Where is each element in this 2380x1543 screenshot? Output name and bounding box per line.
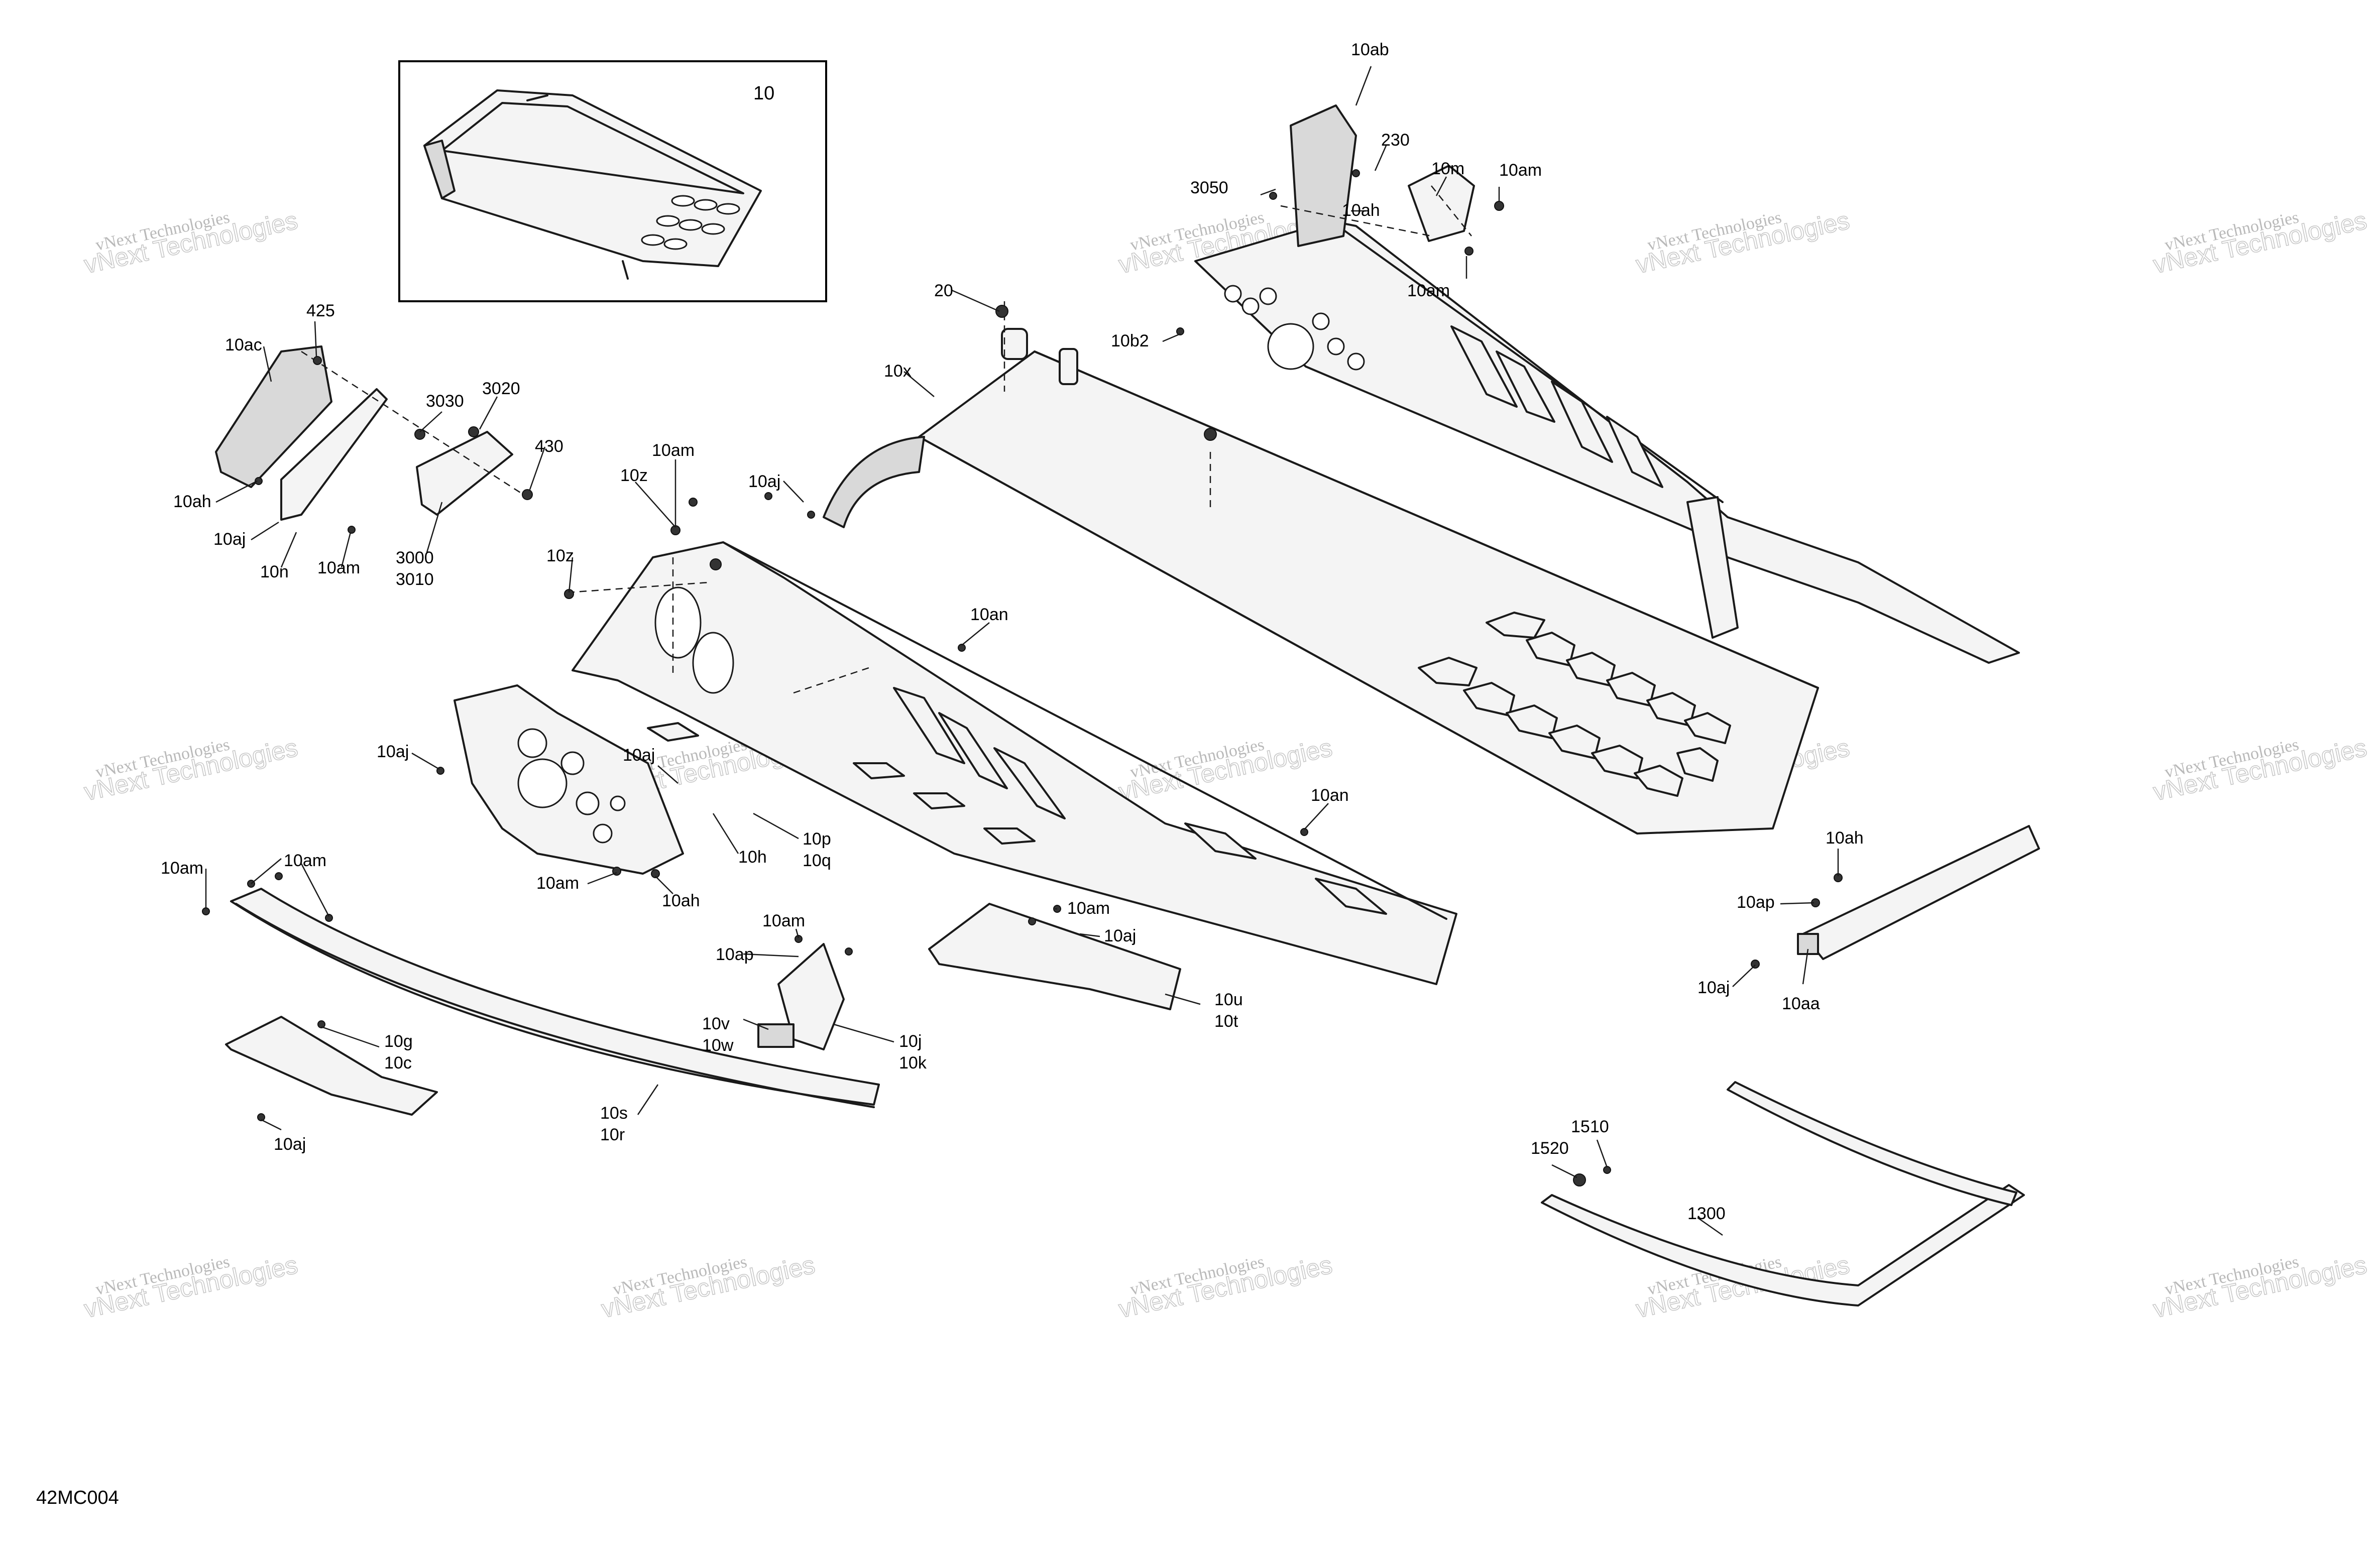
callout-10am: 10am xyxy=(317,558,360,577)
callout-10u: 10u xyxy=(1214,990,1243,1009)
callout-10aj: 10aj xyxy=(213,530,246,549)
assembly-inset: 10 xyxy=(398,60,827,302)
callout-10z: 10z xyxy=(546,546,574,565)
callout-10ac: 10ac xyxy=(225,335,262,354)
callout-10ab: 10ab xyxy=(1351,40,1389,59)
callout-10an: 10an xyxy=(1311,786,1349,805)
figure-reference: 42MC004 xyxy=(36,1487,119,1508)
callout-10r: 10r xyxy=(600,1125,625,1144)
callout-10q: 10q xyxy=(803,851,831,870)
tunnel-10x xyxy=(823,328,1819,835)
callout-10n: 10n xyxy=(260,562,289,581)
callout-10am: 10am xyxy=(762,911,805,930)
rear-bumper-1300 xyxy=(1541,1081,2025,1307)
callout-10j: 10j xyxy=(899,1032,922,1051)
callout-10an: 10an xyxy=(970,605,1008,624)
left-side-rail xyxy=(572,541,1457,985)
callout-10aj: 10aj xyxy=(377,742,409,761)
callout-labels: 10ab 230 10m 10am 3050 10ah 10am 20 10b2… xyxy=(161,40,1864,1223)
callout-10aj: 10aj xyxy=(748,472,780,491)
callout-10g: 10g xyxy=(384,1032,413,1051)
callout-20: 20 xyxy=(934,281,953,300)
rear-bracket-10u xyxy=(928,903,1181,1010)
callout-10aj: 10aj xyxy=(623,746,655,765)
callout-10ah: 10ah xyxy=(662,891,700,910)
callout-1300: 1300 xyxy=(1687,1204,1726,1223)
inset-label: 10 xyxy=(753,83,774,104)
callout-10aj: 10aj xyxy=(1697,978,1730,997)
callout-1520: 1520 xyxy=(1531,1139,1569,1158)
callout-10aj: 10aj xyxy=(1104,926,1136,945)
callout-10b2: 10b2 xyxy=(1111,331,1149,350)
callout-3000: 3000 xyxy=(396,548,434,567)
callout-3030: 3030 xyxy=(426,392,464,411)
callout-10am: 10am xyxy=(1407,281,1450,300)
callout-10t: 10t xyxy=(1214,1012,1238,1031)
footrest-bracket-10ac xyxy=(215,345,513,521)
callout-10am: 10am xyxy=(161,859,203,878)
callout-10h: 10h xyxy=(738,848,767,867)
callout-10s: 10s xyxy=(600,1104,628,1123)
callout-10am: 10am xyxy=(536,874,579,893)
callout-10m: 10m xyxy=(1431,159,1464,178)
callout-3050: 3050 xyxy=(1190,178,1228,197)
callout-3010: 3010 xyxy=(396,570,434,589)
callout-10ap: 10ap xyxy=(716,945,754,964)
support-bracket-10v xyxy=(757,943,845,1050)
callout-10k: 10k xyxy=(899,1053,927,1073)
callout-10z: 10z xyxy=(620,466,648,485)
callout-10am: 10am xyxy=(284,851,326,870)
callout-10w: 10w xyxy=(702,1036,734,1055)
callout-10am: 10am xyxy=(1499,161,1542,180)
callout-10ah: 10ah xyxy=(173,492,211,511)
callout-10c: 10c xyxy=(384,1053,412,1073)
tunnel-cutouts xyxy=(1418,612,1731,797)
callout-430: 430 xyxy=(535,437,563,456)
callout-10ah: 10ah xyxy=(1342,201,1380,220)
callout-10p: 10p xyxy=(803,829,831,849)
callout-3020: 3020 xyxy=(482,379,520,398)
callout-10am: 10am xyxy=(652,441,695,460)
inner-plate xyxy=(454,684,684,875)
callout-425: 425 xyxy=(306,301,335,320)
leader-lines xyxy=(205,66,1839,1236)
callout-1510: 1510 xyxy=(1571,1117,1609,1136)
callout-10ap: 10ap xyxy=(1737,893,1775,912)
front-bumper-10s xyxy=(230,888,880,1108)
callout-10ah: 10ah xyxy=(1826,828,1864,848)
callout-230: 230 xyxy=(1381,131,1410,150)
callout-10x: 10x xyxy=(884,362,912,381)
callout-10v: 10v xyxy=(702,1014,730,1033)
lower-bracket-10g xyxy=(225,1016,438,1116)
right-side-rail xyxy=(1194,104,2020,664)
rear-cross-bar-10aa xyxy=(1797,825,2040,960)
callout-10am: 10am xyxy=(1067,899,1110,918)
callout-10aj: 10aj xyxy=(274,1135,306,1154)
callout-10aa: 10aa xyxy=(1782,994,1820,1013)
